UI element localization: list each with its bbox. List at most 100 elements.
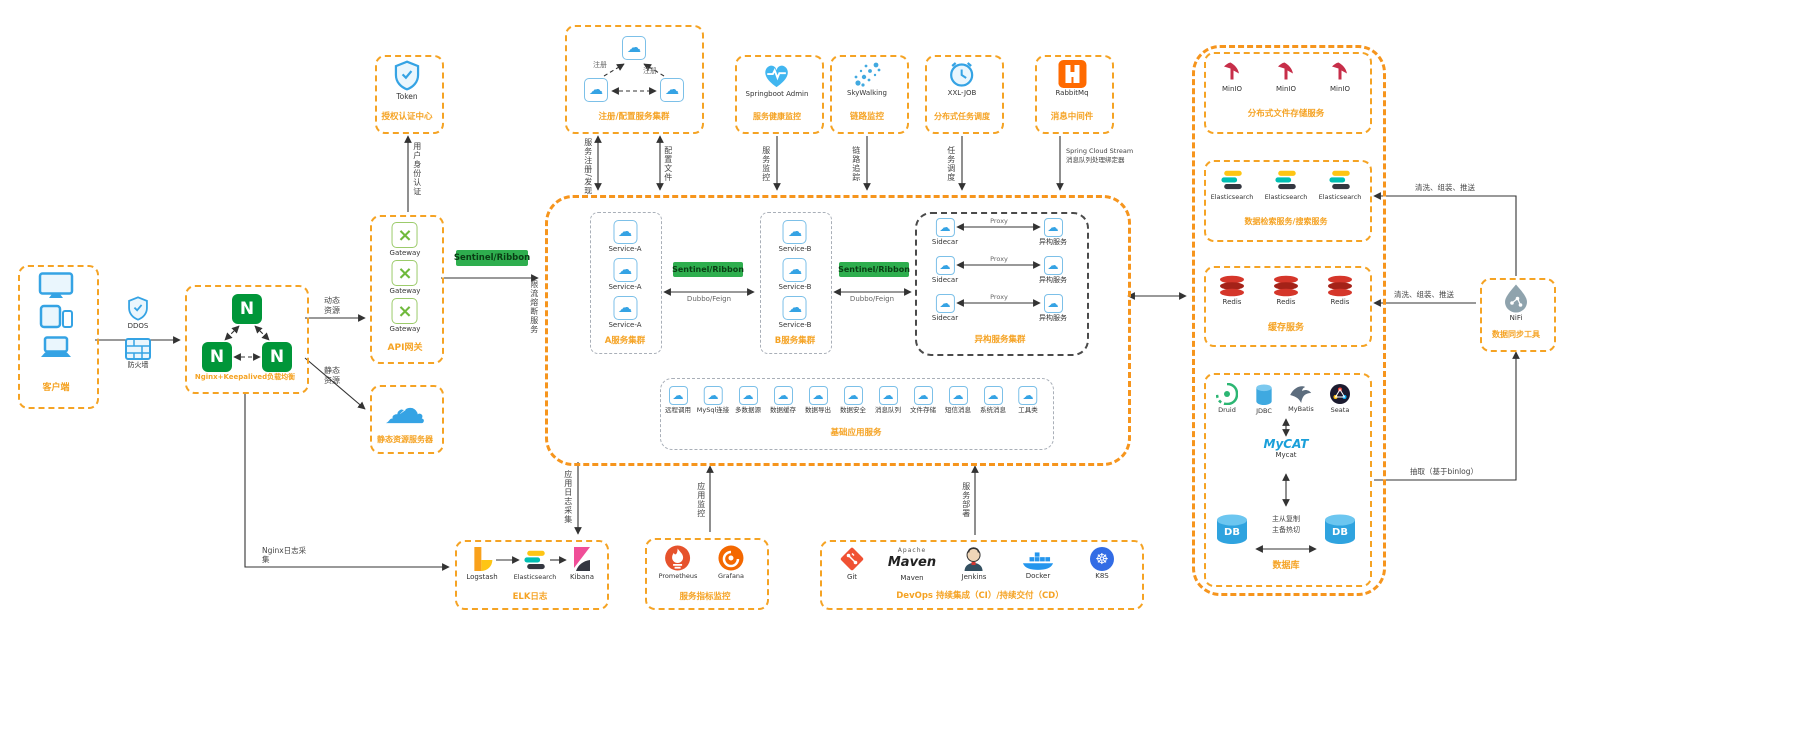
registry-server-node (622, 36, 646, 60)
sidecar-node: Sidecar (932, 218, 958, 246)
gateway-name: Gateway (389, 325, 421, 333)
cloud-server-icon (584, 78, 608, 102)
elk-box (455, 540, 609, 610)
skywalking-label: 链路监控 (849, 112, 885, 122)
base-service-node: 数据缓存 (770, 386, 796, 414)
cloud-server-icon (1043, 256, 1063, 275)
service-a-label: Service-A (608, 245, 642, 253)
maven-label: Maven (900, 574, 924, 582)
base-services-label: 基础应用服务 (830, 428, 882, 438)
service-b-label: Service-B (778, 283, 812, 291)
nifi-node: NiFi (1503, 283, 1529, 322)
skywalking-icon (854, 62, 881, 87)
base-service-label: 数据安全 (840, 406, 866, 414)
admin-node: Springboot Admin (745, 62, 809, 98)
nginx-box (185, 285, 309, 394)
cloud-server-icon (773, 386, 793, 405)
jenkins-node: Jenkins (962, 546, 986, 581)
gateway-name: Gateway (389, 249, 421, 257)
cloud-server-icon (935, 218, 955, 237)
git-icon (840, 547, 864, 571)
sidecar-node: Sidecar (932, 294, 958, 322)
skywalking-box (830, 55, 909, 134)
minio-label: MinIO (1330, 85, 1350, 93)
sentinel-ribbon-badge: Sentinel/Ribbon (454, 250, 530, 266)
storage-column-box (1192, 45, 1386, 596)
cloud-server-icon (613, 220, 637, 244)
seata-icon (1330, 384, 1350, 404)
base-services-box (660, 378, 1054, 450)
es-label: Elasticsearch (1264, 193, 1308, 201)
redis-label: Redis (1222, 298, 1242, 306)
es-label: Elasticsearch (1318, 193, 1362, 201)
elasticsearch-icon (524, 550, 546, 570)
minio-icon (1224, 62, 1239, 80)
redis-icon (1220, 275, 1244, 297)
static-server-label: 静态资源服务器 (377, 435, 433, 444)
app-log-arrow-label: 应用日志采集 (563, 470, 573, 524)
rabbitmq-icon (1058, 60, 1086, 88)
laptop-icon (38, 336, 74, 359)
es-node: Elasticsearch (1318, 168, 1362, 201)
cloud-server-icon (1043, 218, 1063, 237)
hetero-service-node: 异构服务 (1039, 256, 1067, 284)
es-box (1204, 160, 1372, 242)
logstash-node: Logstash (466, 546, 498, 581)
minio-icon (1278, 62, 1293, 80)
cloud-server-icon (622, 36, 646, 60)
gateway-icon (392, 298, 418, 324)
redis-node: Redis (1219, 275, 1245, 306)
cloud-server-icon (948, 386, 968, 405)
proxy-label: Proxy (990, 293, 1008, 301)
firewall-icon (125, 338, 151, 360)
elk-label: ELK日志 (512, 592, 548, 602)
redis-label: Redis (1276, 298, 1296, 306)
trace-arrow-label: 链路追踪 (851, 146, 861, 182)
logstash-icon (474, 547, 492, 571)
xxljob-name: XXL-JOB (947, 89, 977, 97)
hetero-service-node: 异构服务 (1039, 218, 1067, 246)
cloud-server-icon (782, 296, 807, 320)
mycat-logo: MyCAT (1263, 437, 1309, 451)
druid-node: Druid (1216, 383, 1238, 414)
proxy-label: Proxy (990, 255, 1008, 263)
stream-arrow-label-1: Spring Cloud Stream (1066, 147, 1134, 155)
nginx-icon (262, 342, 292, 372)
lightning-icon (399, 404, 407, 416)
firewall-node: 防火墙 (125, 338, 151, 369)
hetero-service-label: 异构服务 (1039, 276, 1067, 284)
gateway-node: Gateway (389, 222, 421, 257)
es-label: Elasticsearch (1210, 193, 1254, 201)
service-a-label: Service-A (608, 283, 642, 291)
cloud-server-icon (782, 220, 807, 244)
prometheus-label: Prometheus (658, 572, 698, 580)
base-service-node: 远程调用 (665, 386, 691, 414)
es-node: Elasticsearch (514, 548, 556, 581)
kubernetes-icon (1090, 547, 1114, 571)
central-services-box (545, 195, 1131, 466)
token-node: Token (393, 60, 421, 101)
service-b-node: Service-B (779, 296, 811, 329)
cloud-server-icon (613, 258, 637, 282)
elasticsearch-icon (1221, 170, 1243, 190)
service-b-node: Service-B (779, 220, 811, 253)
database-label: 数据库 (1272, 561, 1300, 571)
minio-icon (1332, 62, 1347, 80)
seata-label: Seata (1330, 406, 1350, 414)
deploy-arrow-label: 服务部署 (961, 482, 971, 518)
devops-label: DevOps 持续集成（CI）/持续交付（CD） (896, 591, 1064, 601)
prometheus-node: Prometheus (658, 545, 698, 580)
cloud-server-icon (935, 256, 955, 275)
sidecar-node: Sidecar (932, 256, 958, 284)
auth-center-label: 授权认证中心 (381, 112, 433, 122)
admin-name: Springboot Admin (745, 90, 809, 98)
skywalking-node: SkyWalking (847, 60, 887, 97)
tablet-phone-icon (39, 304, 73, 329)
maven-wordmark: Maven (887, 555, 937, 570)
base-service-label: 系统消息 (980, 406, 1006, 414)
cloud-server-icon (668, 386, 688, 405)
gateway-icon (392, 260, 418, 286)
cloud-server-icon (703, 386, 723, 405)
cluster-b-box (760, 212, 832, 354)
replicate-label: 主从复制 (1272, 515, 1300, 523)
